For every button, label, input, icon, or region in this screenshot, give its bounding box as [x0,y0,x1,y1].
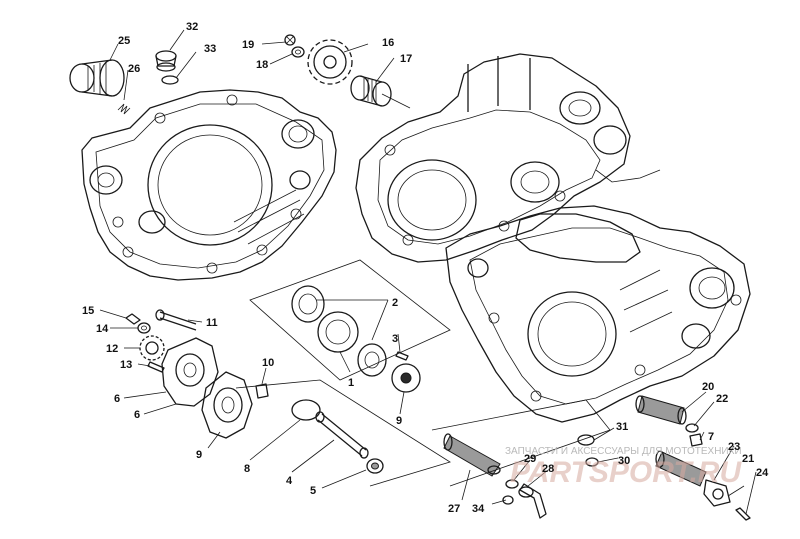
oil-plug [155,50,177,72]
part-label-26: 26 [128,63,140,75]
pump-dowel [255,383,269,399]
pump-shaft [315,411,369,459]
pump-rotor-outer [391,363,421,393]
pump-cover [161,337,219,407]
pump-washer [137,322,151,334]
pump-shaft-washer [366,458,384,474]
part-label-17: 17 [400,53,412,65]
part-label-18: 18 [256,59,268,71]
part-label-33: 33 [204,43,216,55]
part-label-32: 32 [186,21,198,33]
oil-screen-upper [635,395,687,425]
pump-shaft-o-ring [291,399,321,421]
part-label-20: 20 [702,381,714,393]
part-label-31: 31 [616,421,628,433]
part-label-23: 23 [728,441,740,453]
part-label-3: 3 [392,333,398,345]
part-label-22: 22 [716,393,728,405]
part-label-4: 4 [286,475,293,487]
plug-o-ring [161,75,179,85]
part-label-27: 27 [448,503,460,515]
part-label-21: 21 [742,453,754,465]
pump-gear [139,335,165,361]
part-label-5: 5 [310,485,316,497]
screen-group-outline [431,399,611,487]
pump-body [201,371,253,439]
sprocket-screw [284,34,296,46]
part-label-28: 28 [542,463,554,475]
pump-screw-long [155,309,197,331]
pump-pin [147,361,165,373]
part-label-24: 24 [756,467,769,479]
filter-spring [117,103,131,115]
part-label-2: 2 [392,297,398,309]
part-label-19: 19 [242,39,254,51]
leader-lines [99,29,757,515]
part-label-9-center: 9 [396,415,402,427]
sprocket-washer [291,46,305,58]
pump-screw-small [125,313,141,325]
oil-filter [69,59,125,97]
pump-pin-center [395,351,409,361]
part-label-16: 16 [382,37,394,49]
crankcase-half-right [445,205,751,423]
crankcase-cover-left [81,89,337,281]
case-dowel [689,433,703,447]
oil-screen-lower [443,433,501,477]
part-label-10: 10 [262,357,274,369]
part-label-14: 14 [96,323,109,335]
part-label-6-lower: 6 [134,409,140,421]
part-label-30: 30 [618,455,630,467]
part-label-7: 7 [708,431,714,443]
part-label-1: 1 [348,377,354,389]
part-label-15: 15 [82,305,94,317]
pump-rotors [249,259,451,381]
lower-o-ring [487,465,501,475]
watermark-logo: PARTSPORT.RU [510,456,742,489]
screen-cover [703,479,731,507]
drain-washer [502,495,514,505]
screen-housing-right [655,450,707,487]
lower-washer [505,479,519,489]
part-label-34: 34 [472,503,485,515]
part-label-8: 8 [244,463,250,475]
part-label-12: 12 [106,343,118,355]
part-label-6-upper: 6 [114,393,120,405]
screen-o-ring [685,423,699,433]
cover-screw [735,507,751,521]
part-label-29: 29 [524,453,536,465]
drain-plug [518,483,547,519]
part-label-13: 13 [120,359,132,371]
idler-sprocket [307,39,353,85]
watermark-tagline: ЗАПЧАСТИ И АКСЕССУАРЫ ДЛЯ МОТОТЕХНИКИ [505,446,742,457]
needle-bearing [350,75,411,109]
part-labels: 25 32 33 26 19 18 16 17 15 14 11 12 13 2… [82,21,769,515]
shaft-group-outline [235,379,451,487]
part-label-9-left: 9 [196,449,202,461]
part-label-11: 11 [206,317,218,329]
part-label-25: 25 [118,35,130,47]
crankcase-half-center [355,53,661,263]
